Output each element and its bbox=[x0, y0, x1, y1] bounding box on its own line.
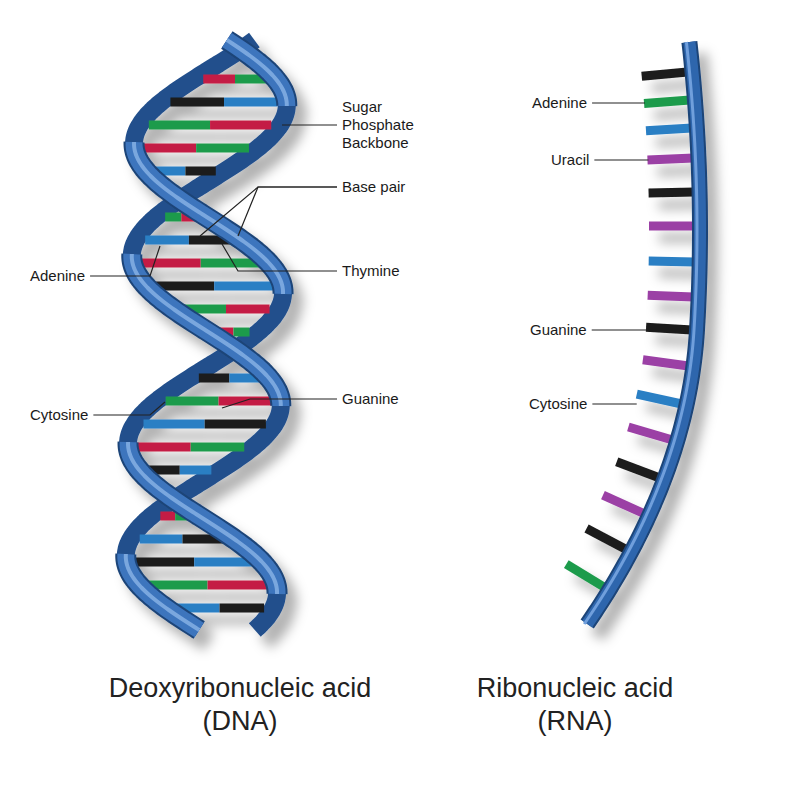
backbone-edge bbox=[227, 40, 287, 106]
base-bar bbox=[191, 443, 245, 452]
leader-line bbox=[282, 124, 337, 125]
base-bar bbox=[140, 535, 183, 544]
base-bar bbox=[208, 581, 268, 590]
rna-base bbox=[646, 128, 692, 131]
caption-text: Ribonucleic acid (RNA) bbox=[452, 672, 698, 738]
base-bar bbox=[135, 558, 194, 567]
base-bar bbox=[226, 305, 270, 314]
part-label: Cytosine bbox=[30, 406, 88, 424]
base-bar bbox=[214, 282, 273, 291]
backbone-front bbox=[132, 254, 281, 406]
leader-line bbox=[90, 246, 160, 276]
rna-base bbox=[644, 100, 690, 104]
backbone-front bbox=[128, 442, 277, 594]
leader-line bbox=[592, 102, 645, 103]
part-label: Guanine bbox=[530, 321, 587, 339]
backbone-highlight bbox=[126, 554, 199, 630]
base-bar bbox=[196, 144, 249, 153]
base-bar bbox=[165, 213, 181, 222]
rna-base bbox=[648, 295, 694, 297]
rna-base bbox=[649, 222, 695, 231]
rna-base bbox=[642, 72, 688, 76]
leader-line bbox=[200, 187, 337, 236]
rna-base bbox=[603, 495, 645, 514]
leader-line bbox=[238, 187, 337, 236]
part-label: Base pair bbox=[342, 178, 405, 196]
base-bar bbox=[142, 259, 201, 268]
leader-line bbox=[222, 244, 337, 271]
rna-base bbox=[649, 257, 695, 267]
base-bar bbox=[145, 236, 189, 245]
part-label: Cytosine bbox=[529, 395, 587, 413]
backbone-highlight bbox=[132, 254, 281, 406]
rna-base bbox=[637, 394, 682, 404]
leader-line bbox=[592, 403, 636, 404]
base-bar bbox=[224, 98, 278, 107]
part-label: Uracil bbox=[551, 151, 589, 169]
backbone-edge bbox=[126, 554, 199, 630]
leader-line bbox=[93, 402, 165, 415]
base-bar bbox=[180, 466, 212, 475]
rna-base bbox=[647, 158, 693, 160]
base-bar bbox=[160, 512, 175, 521]
rna-base bbox=[646, 327, 692, 330]
part-label: Thymine bbox=[342, 262, 400, 280]
backbone-highlight bbox=[227, 40, 287, 106]
rna-base bbox=[617, 462, 660, 478]
rna-highlight bbox=[584, 42, 697, 624]
rna-base bbox=[566, 564, 605, 588]
base-bar bbox=[166, 397, 219, 406]
rna-base bbox=[643, 360, 689, 366]
backbone-front bbox=[227, 40, 287, 106]
leader-line bbox=[592, 329, 647, 330]
rna-base bbox=[649, 192, 695, 193]
base-bar bbox=[170, 98, 224, 107]
rna-base bbox=[587, 528, 628, 550]
dna-helix bbox=[126, 40, 287, 630]
backbone-edge bbox=[132, 254, 281, 406]
caption-text: Deoxyribonucleic acid (DNA) bbox=[88, 672, 392, 738]
rna-edge bbox=[587, 42, 700, 624]
base-bar bbox=[210, 121, 271, 130]
base-bar bbox=[185, 167, 215, 176]
base-bar bbox=[199, 374, 230, 383]
rna-backbone bbox=[587, 42, 700, 624]
base-bar bbox=[137, 443, 191, 452]
base-bar bbox=[143, 144, 196, 153]
base-bar bbox=[220, 604, 265, 613]
backbone-edge bbox=[128, 442, 277, 594]
part-label: Adenine bbox=[30, 267, 85, 285]
part-label: Sugar Phosphate Backbone bbox=[342, 98, 422, 152]
leader-line bbox=[594, 159, 648, 160]
part-label: Guanine bbox=[342, 390, 399, 408]
base-bar bbox=[149, 121, 210, 130]
base-bar bbox=[233, 328, 249, 337]
base-bar bbox=[143, 420, 204, 429]
part-label: Adenine bbox=[532, 94, 587, 112]
base-bar bbox=[205, 420, 266, 429]
backbone-highlight bbox=[128, 442, 277, 594]
rna-base bbox=[628, 427, 672, 440]
backbone-front bbox=[126, 554, 199, 630]
leader-line bbox=[222, 399, 337, 408]
base-bar bbox=[203, 75, 235, 84]
